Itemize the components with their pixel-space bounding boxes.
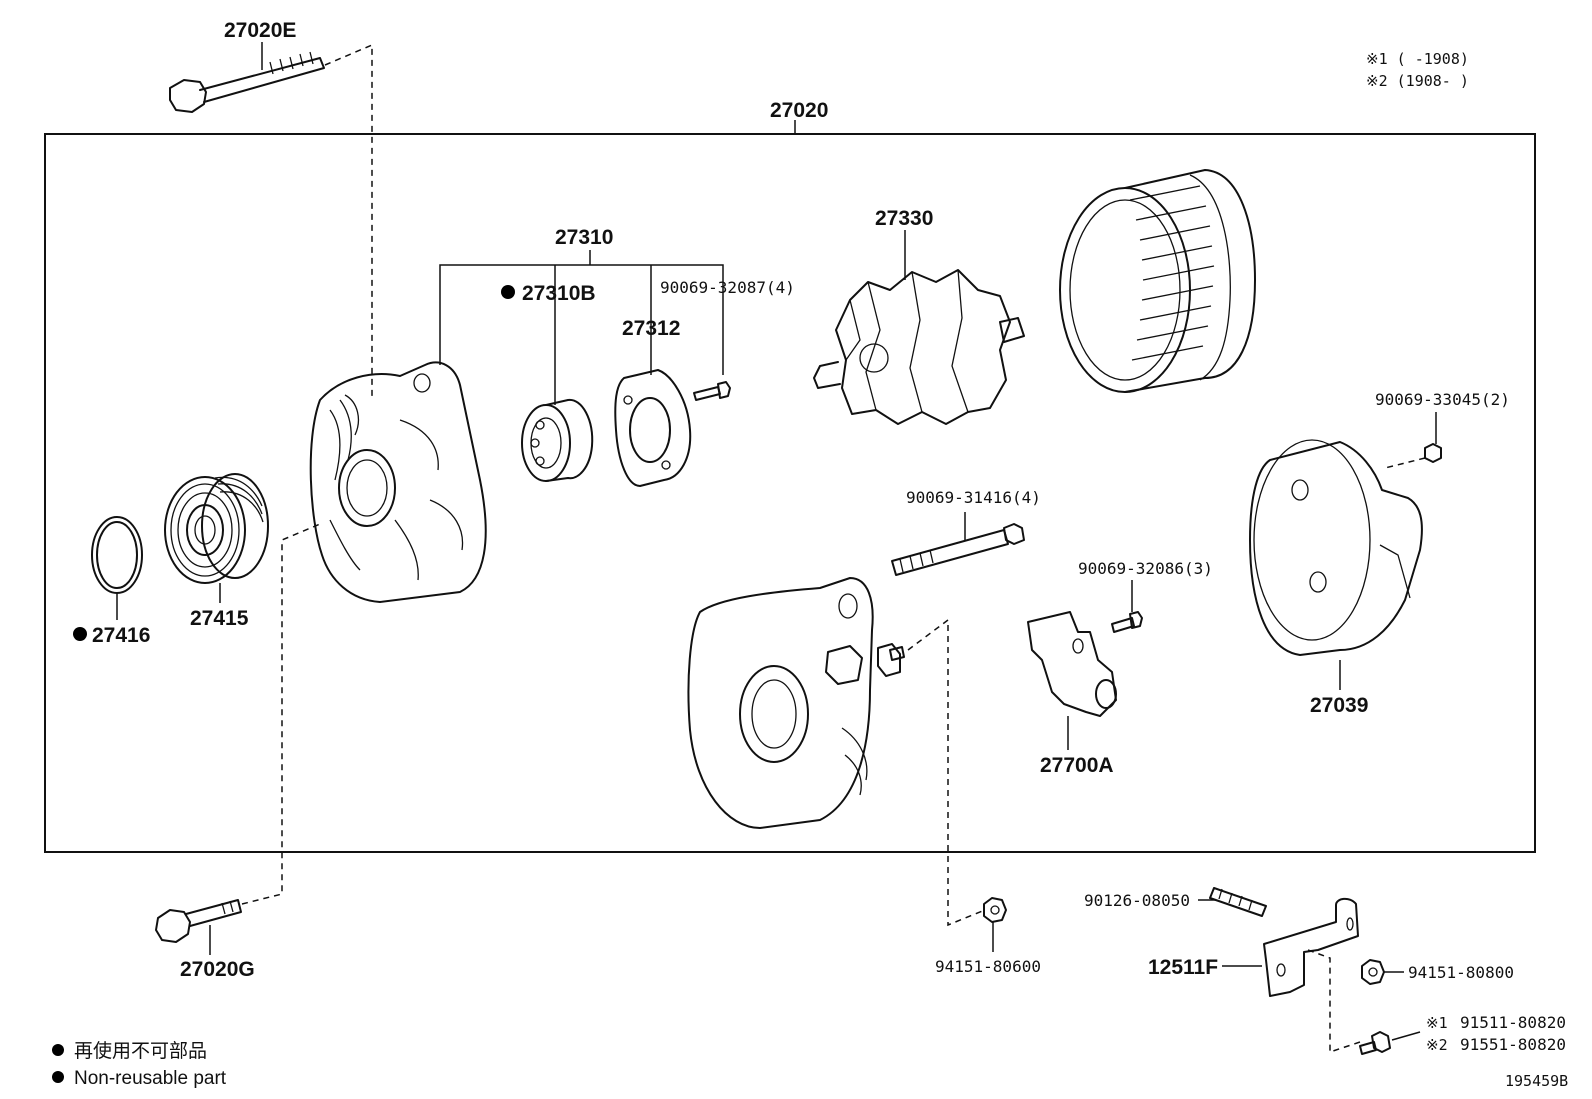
label-brush-holder[interactable]: 27700A — [1040, 754, 1114, 777]
bolt-top-part[interactable] — [169, 51, 325, 113]
label-cover-nut[interactable]: 90069-33045(2) — [1375, 390, 1510, 409]
terminal-nut-part[interactable] — [983, 897, 1007, 923]
label-bracket-bolt-1[interactable]: 91511-80820 — [1460, 1013, 1566, 1032]
cover-nut-part[interactable] — [1424, 443, 1442, 463]
rectifier-end-frame-part[interactable] — [687, 577, 905, 829]
non-reusable-mark-bearing — [501, 285, 515, 299]
retainer-screw-part[interactable] — [693, 381, 731, 401]
bracket-part[interactable] — [1263, 897, 1359, 997]
legend-bullet-en — [52, 1071, 64, 1083]
label-bolt-top[interactable]: 27020E — [224, 19, 296, 42]
label-bracket-bolt-mark-2: ※2 — [1426, 1036, 1448, 1054]
bearing-part[interactable] — [521, 398, 594, 482]
label-bolt-bottom[interactable]: 27020G — [180, 958, 255, 981]
label-bearing[interactable]: 27310B — [522, 282, 596, 305]
assembly-boundary-box — [44, 133, 1536, 853]
note-1: ※1 ( -1908) — [1366, 50, 1469, 68]
label-through-bolt[interactable]: 90069-31416(4) — [906, 488, 1041, 507]
drive-end-frame-part[interactable] — [309, 361, 487, 603]
note-2: ※2 (1908- ) — [1366, 72, 1469, 90]
label-bracket-nut[interactable]: 94151-80800 — [1408, 963, 1514, 982]
label-bracket[interactable]: 12511F — [1148, 956, 1218, 979]
retainer-plate-part[interactable] — [614, 369, 692, 487]
through-bolt-part[interactable] — [891, 523, 1025, 576]
bracket-bolt-part[interactable] — [1359, 1031, 1391, 1055]
label-assembly[interactable]: 27020 — [770, 99, 828, 122]
bolt-bottom-part[interactable] — [155, 899, 242, 943]
legend-bullet-ja — [52, 1044, 64, 1056]
label-retainer[interactable]: 27312 — [622, 317, 680, 340]
label-stud[interactable]: 90126-08050 — [1084, 891, 1190, 910]
label-rotor[interactable]: 27330 — [875, 207, 933, 230]
stator-part[interactable] — [1059, 169, 1256, 393]
legend-text-en: Non-reusable part — [74, 1068, 227, 1089]
label-retainer-screw[interactable]: 90069-32087(4) — [660, 278, 795, 297]
rotor-part[interactable] — [813, 269, 1025, 425]
label-terminal-nut[interactable]: 94151-80600 — [935, 957, 1041, 976]
label-snap-ring[interactable]: 27416 — [92, 624, 150, 647]
end-cover-part[interactable] — [1249, 439, 1423, 656]
stud-part[interactable] — [1209, 887, 1267, 917]
legend-text-ja: 再使用不可部品 — [74, 1040, 207, 1062]
label-brush-screw[interactable]: 90069-32086(3) — [1078, 559, 1213, 578]
brush-holder-part[interactable] — [1027, 611, 1117, 717]
label-end-cover[interactable]: 27039 — [1310, 694, 1368, 717]
label-pulley[interactable]: 27415 — [190, 607, 249, 630]
label-bracket-bolt-2[interactable]: 91551-80820 — [1460, 1035, 1566, 1054]
non-reusable-mark-snap-ring — [73, 627, 87, 641]
label-frame-drive-end[interactable]: 27310 — [555, 226, 613, 249]
snap-ring-part[interactable] — [91, 516, 143, 594]
label-bracket-bolt-mark-1: ※1 — [1426, 1014, 1448, 1032]
bracket-nut-part[interactable] — [1361, 959, 1385, 985]
pulley-part[interactable] — [164, 473, 269, 584]
figure-id: 195459B — [1505, 1072, 1568, 1090]
brush-screw-part[interactable] — [1111, 611, 1143, 633]
